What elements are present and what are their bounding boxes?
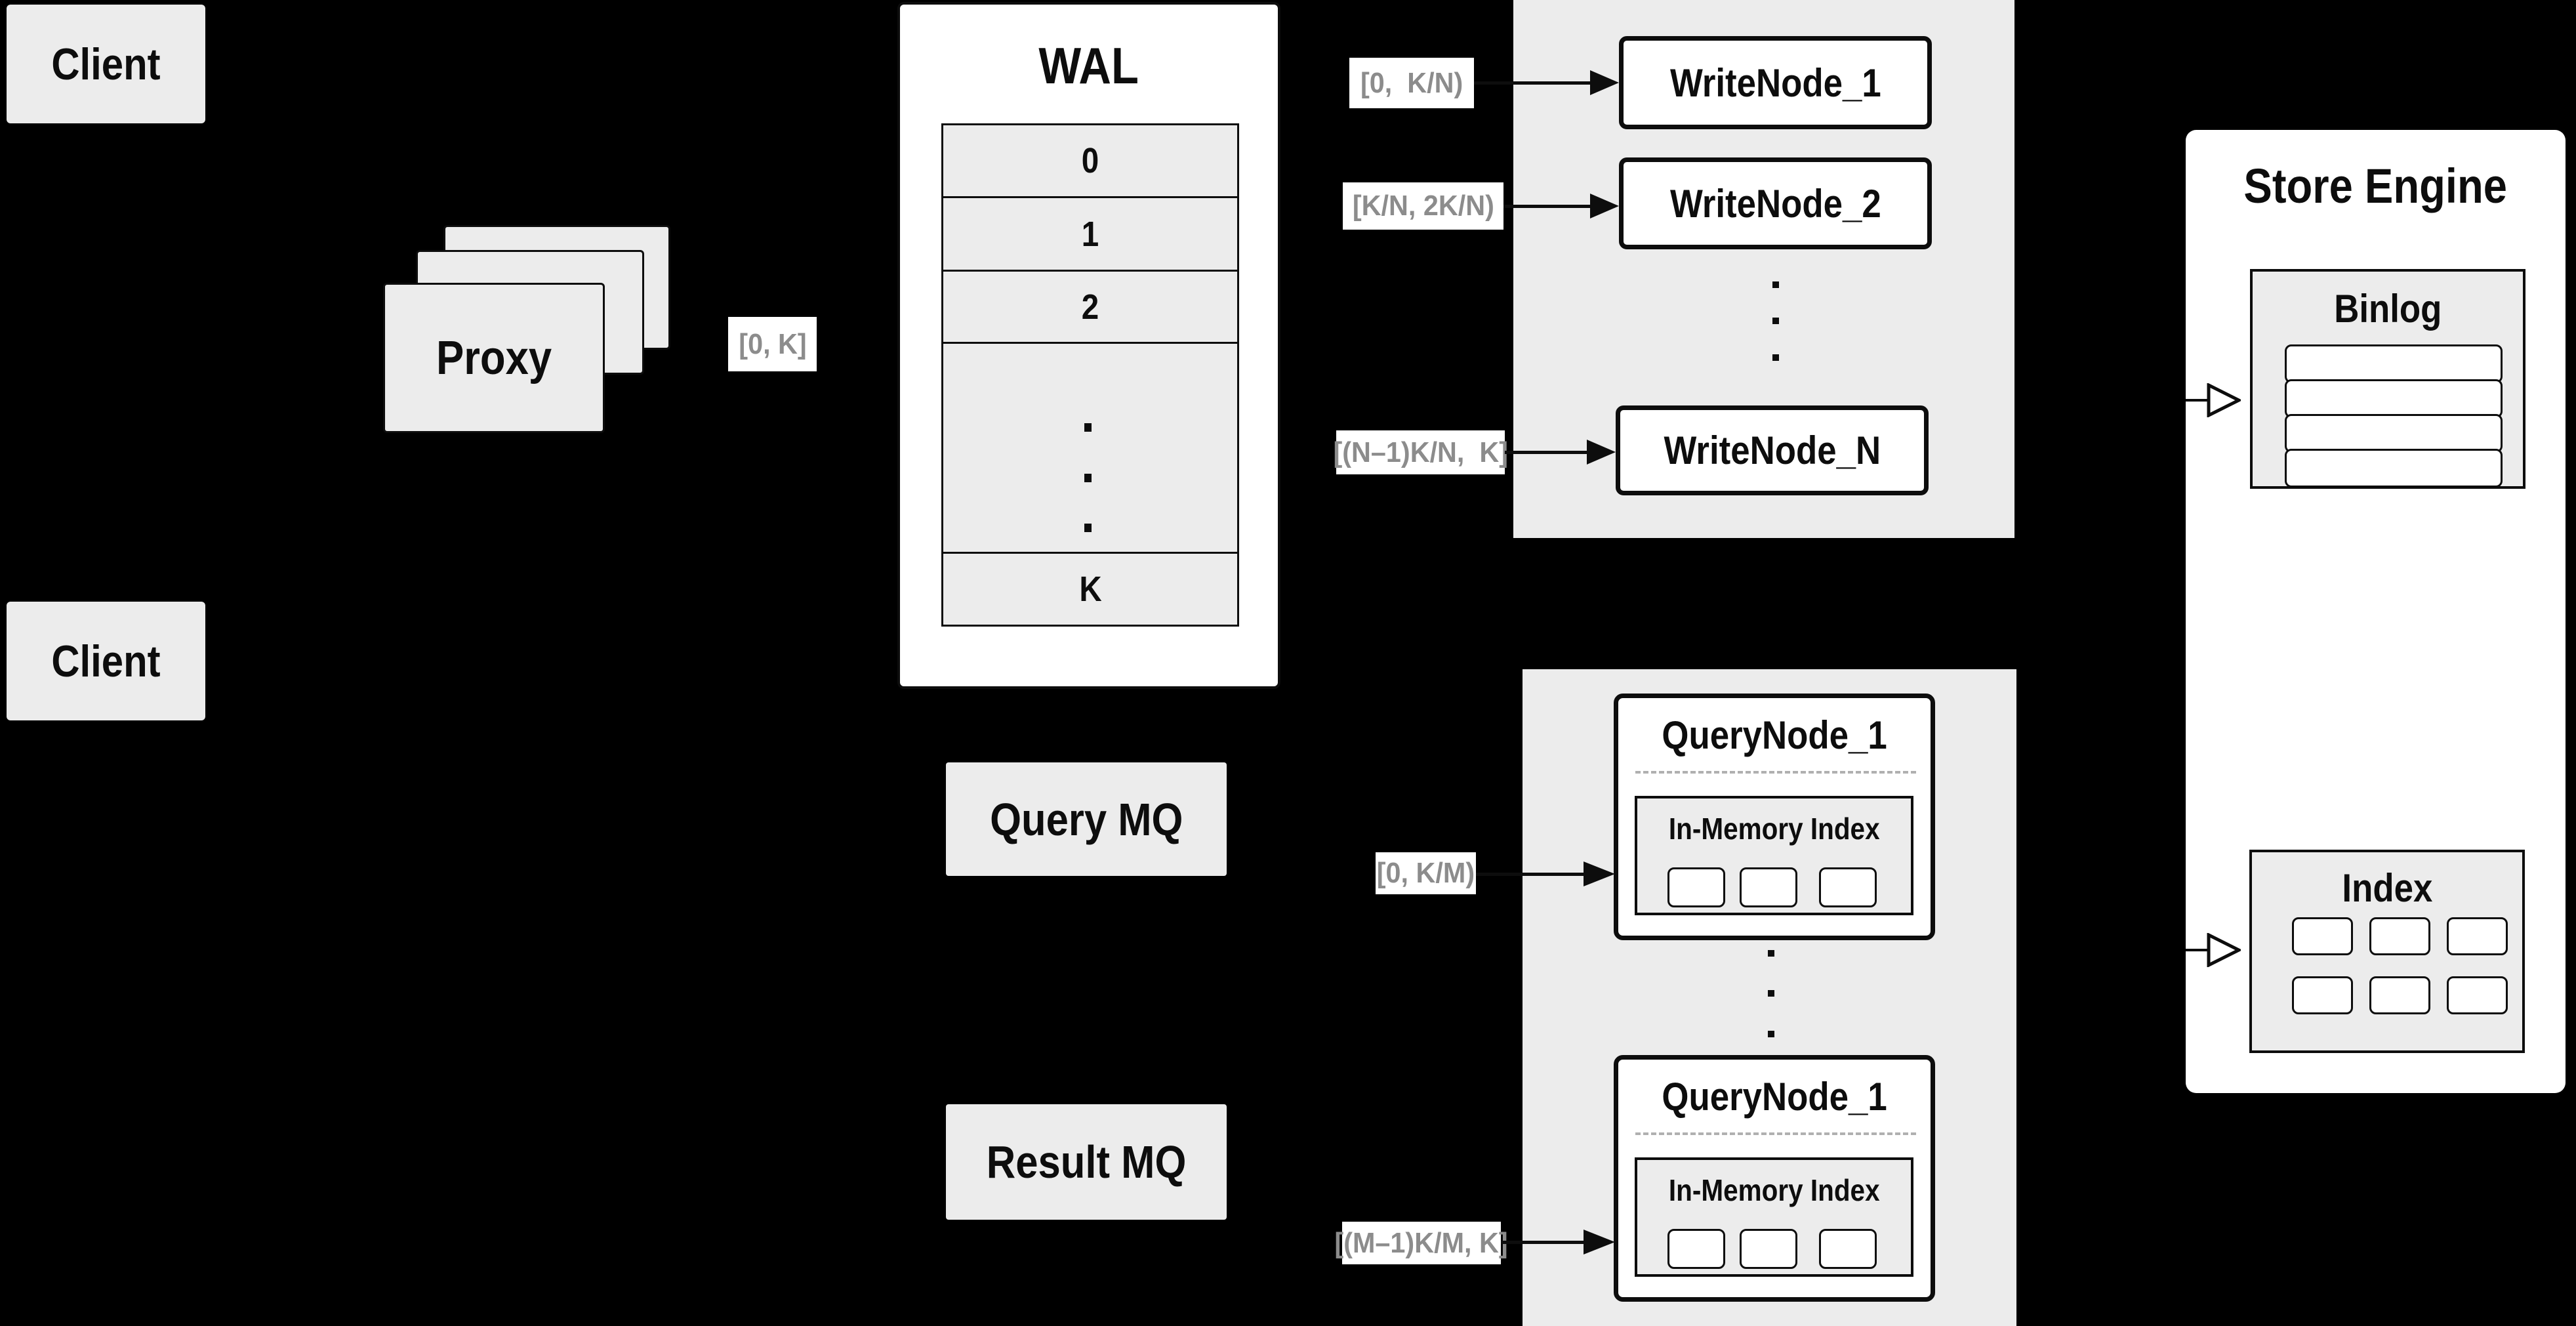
wal-title: WAL bbox=[897, 33, 1280, 98]
in-memory-index-bottom-title: In-Memory Index bbox=[1635, 1165, 1913, 1214]
index-cell-5 bbox=[2369, 976, 2430, 1014]
wal-row-k-label: K bbox=[1078, 570, 1102, 609]
wal-row-1-label: 1 bbox=[1081, 214, 1099, 254]
query-node-top-title-text: QueryNode_1 bbox=[1662, 713, 1887, 757]
in-memory-bottom-cell-2 bbox=[1740, 1229, 1797, 1269]
write-panel-ellipsis-dot-2 bbox=[1772, 318, 1779, 324]
query-panel-ellipsis-dot-2 bbox=[1768, 990, 1774, 997]
query-mq-box: Query MQ bbox=[946, 762, 1227, 876]
proxy-label: Proxy bbox=[436, 331, 552, 384]
range-label-write-n: [(N–1)K/N, K] bbox=[1333, 430, 1508, 474]
wal-title-text: WAL bbox=[1038, 36, 1139, 94]
index-cell-2 bbox=[2369, 917, 2430, 955]
write-panel-ellipsis-dot-3 bbox=[1772, 354, 1779, 361]
range-label-proxy-out: [0, K] bbox=[728, 317, 817, 371]
client-bottom-label: Client bbox=[51, 636, 161, 686]
in-memory-index-top-title-text: In-Memory Index bbox=[1668, 811, 1880, 846]
client-top-box: Client bbox=[7, 5, 205, 123]
wal-row-2-label: 2 bbox=[1081, 287, 1099, 327]
write-node-2-label: WriteNode_2 bbox=[1669, 181, 1881, 226]
wal-row-0: 0 bbox=[943, 125, 1237, 196]
wal-row-0-label: 0 bbox=[1081, 141, 1099, 180]
client-top-label: Client bbox=[51, 39, 161, 89]
arrow-head-index-open bbox=[2207, 933, 2241, 967]
range-label-query-m: [(M–1)K/M, K] bbox=[1335, 1222, 1508, 1264]
index-title-text: Index bbox=[2342, 865, 2432, 910]
in-memory-bottom-cell-3 bbox=[1819, 1229, 1877, 1269]
arrow-shaft-write-1 bbox=[1474, 81, 1592, 85]
query-mq-label: Query MQ bbox=[989, 793, 1183, 845]
query-node-top-title: QueryNode_1 bbox=[1614, 702, 1935, 768]
arrow-head-write-n bbox=[1587, 440, 1616, 465]
range-label-write-n-text: [(N–1)K/N, K] bbox=[1333, 436, 1508, 468]
query-panel-ellipsis-dot-3 bbox=[1768, 1031, 1774, 1037]
arrow-shaft-index bbox=[2186, 949, 2209, 951]
write-node-1-box: WriteNode_1 bbox=[1619, 36, 1932, 129]
proxy-card-front: Proxy bbox=[383, 283, 605, 433]
range-label-write-1: [0, K/N) bbox=[1349, 58, 1474, 108]
binlog-row-2 bbox=[2285, 379, 2503, 418]
index-cell-4 bbox=[2292, 976, 2353, 1014]
write-node-1-label: WriteNode_1 bbox=[1669, 60, 1881, 105]
range-label-query-1-text: [0, K/M) bbox=[1376, 857, 1475, 889]
wal-table: 0 1 2 K bbox=[941, 123, 1239, 627]
range-label-query-1: [0, K/M) bbox=[1376, 852, 1476, 894]
wal-row-2: 2 bbox=[943, 270, 1237, 342]
binlog-row-3 bbox=[2285, 414, 2503, 453]
in-memory-bottom-cell-1 bbox=[1667, 1229, 1725, 1269]
binlog-title: Binlog bbox=[2250, 279, 2525, 338]
arrow-shaft-query-1 bbox=[1476, 873, 1585, 876]
in-memory-top-cell-1 bbox=[1667, 867, 1725, 907]
result-mq-box: Result MQ bbox=[946, 1104, 1227, 1220]
query-node-bottom-title: QueryNode_1 bbox=[1614, 1064, 1935, 1129]
range-label-write-1-text: [0, K/N) bbox=[1360, 66, 1463, 99]
arrow-head-write-1 bbox=[1590, 70, 1619, 95]
result-mq-label: Result MQ bbox=[986, 1136, 1187, 1188]
wal-row-k: K bbox=[943, 552, 1237, 625]
range-label-write-2: [K/N, 2K/N) bbox=[1343, 182, 1503, 230]
arrow-head-write-2 bbox=[1590, 194, 1619, 218]
write-panel-ellipsis-dot-1 bbox=[1772, 281, 1779, 288]
wal-ellipsis-dot-2 bbox=[1084, 474, 1092, 482]
arrow-shaft-write-2 bbox=[1503, 205, 1592, 208]
client-bottom-box: Client bbox=[7, 602, 205, 720]
range-label-write-2-text: [K/N, 2K/N) bbox=[1352, 190, 1494, 222]
in-memory-index-bottom-title-text: In-Memory Index bbox=[1668, 1172, 1880, 1207]
write-node-n-box: WriteNode_N bbox=[1616, 405, 1929, 495]
in-memory-index-top-title: In-Memory Index bbox=[1635, 804, 1913, 853]
arrow-shaft-query-m bbox=[1501, 1241, 1585, 1244]
index-cell-3 bbox=[2447, 917, 2508, 955]
write-node-2-box: WriteNode_2 bbox=[1619, 157, 1932, 249]
index-cell-1 bbox=[2292, 917, 2353, 955]
in-memory-top-cell-3 bbox=[1819, 867, 1877, 907]
range-label-query-m-text: [(M–1)K/M, K] bbox=[1334, 1226, 1509, 1259]
wal-row-ellipsis bbox=[943, 342, 1237, 552]
wal-ellipsis-dot-3 bbox=[1084, 524, 1092, 532]
binlog-row-1 bbox=[2285, 344, 2503, 383]
in-memory-top-cell-2 bbox=[1740, 867, 1797, 907]
arrow-head-query-m bbox=[1584, 1230, 1615, 1254]
query-panel-ellipsis-dot-1 bbox=[1768, 950, 1774, 957]
binlog-title-text: Binlog bbox=[2333, 286, 2442, 331]
index-title: Index bbox=[2249, 858, 2525, 917]
binlog-row-4 bbox=[2285, 449, 2503, 487]
arrow-shaft-write-n bbox=[1505, 451, 1589, 454]
arrow-shaft-binlog bbox=[2186, 399, 2209, 402]
wal-row-1: 1 bbox=[943, 196, 1237, 270]
arrow-head-binlog-open bbox=[2207, 383, 2241, 417]
write-node-n-label: WriteNode_N bbox=[1664, 428, 1881, 472]
query-node-top-separator bbox=[1635, 771, 1916, 774]
query-node-bottom-title-text: QueryNode_1 bbox=[1662, 1074, 1887, 1119]
store-engine-title-text: Store Engine bbox=[2243, 158, 2508, 213]
store-engine-title: Store Engine bbox=[2186, 153, 2566, 218]
index-cell-6 bbox=[2447, 976, 2508, 1014]
query-node-bottom-separator bbox=[1635, 1132, 1916, 1135]
range-label-proxy-out-text: [0, K] bbox=[738, 327, 807, 360]
arrow-head-query-1 bbox=[1584, 861, 1615, 886]
wal-ellipsis-dot-1 bbox=[1084, 423, 1092, 432]
